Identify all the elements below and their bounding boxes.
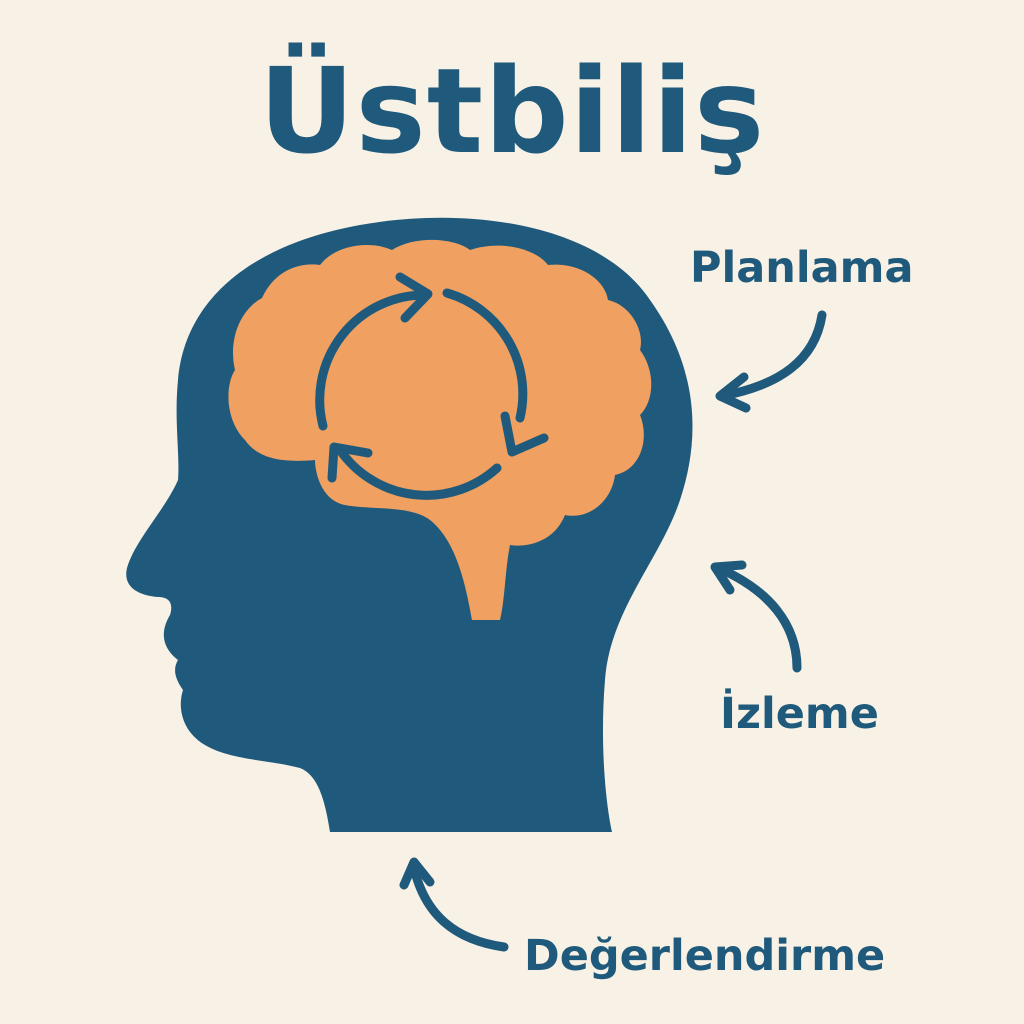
label-monitoring: İzleme (720, 689, 879, 739)
monitoring-arrow-icon (710, 560, 802, 673)
cycle-arrows-icon (315, 272, 549, 500)
evaluation-arrow-icon (399, 857, 509, 952)
page-title: Üstbiliş (258, 42, 766, 180)
label-evaluation: Değerlendirme (524, 931, 886, 981)
brain-icon (228, 239, 652, 620)
planning-arrow-icon (715, 310, 827, 413)
label-planning: Planlama (690, 243, 914, 293)
